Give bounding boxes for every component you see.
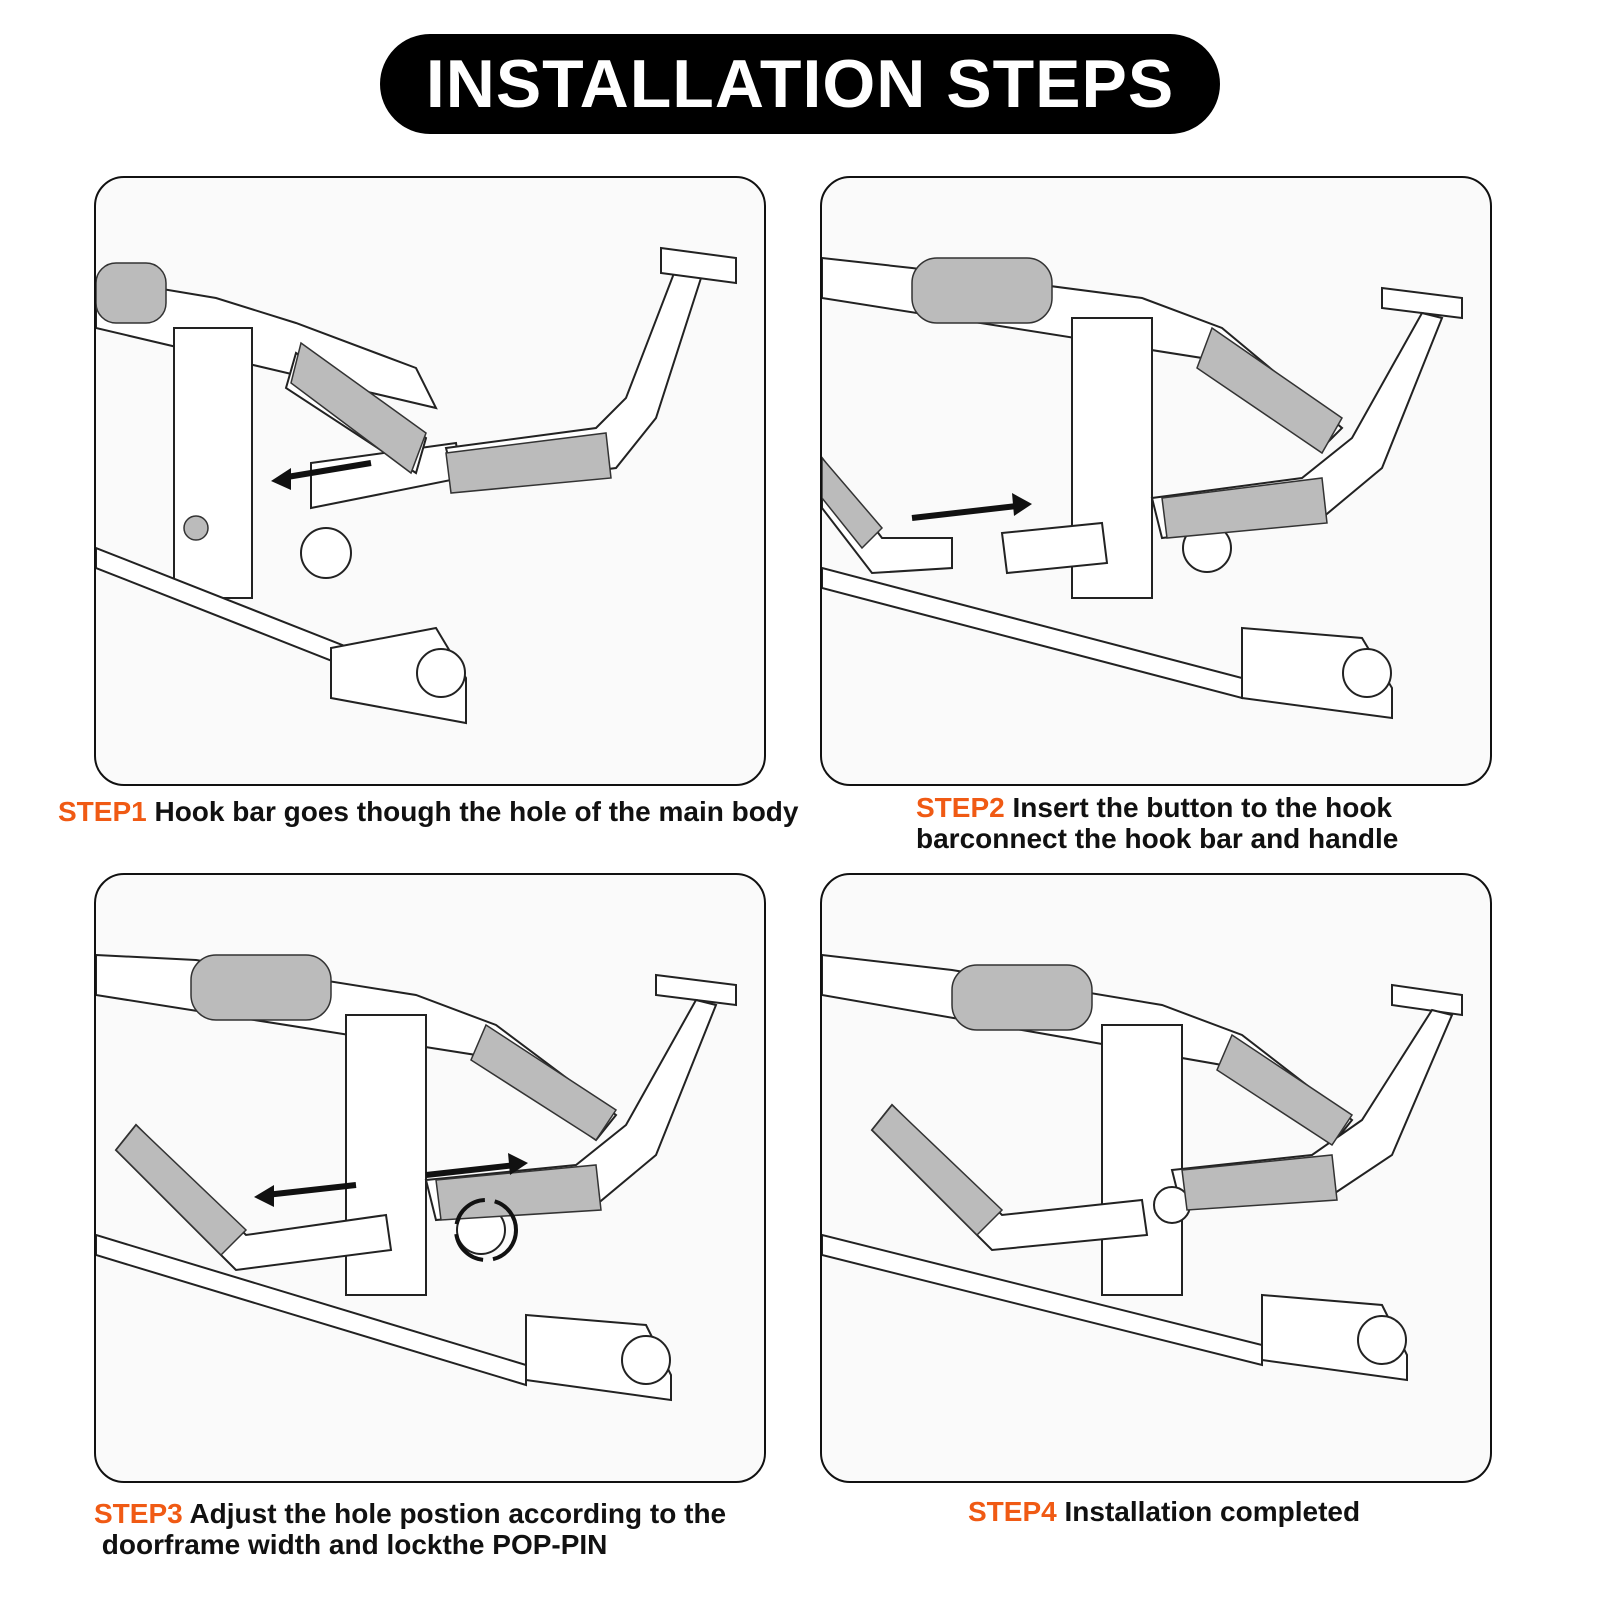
step1-illustration <box>94 176 766 786</box>
step4-label: STEP4 <box>968 1496 1057 1527</box>
pull-up-bar-step4-drawing <box>822 953 1463 1382</box>
step3-illustration <box>94 873 766 1483</box>
step3-caption: STEP3 Adjust the hole postion according … <box>94 1498 726 1560</box>
step3-label: STEP3 <box>94 1498 183 1529</box>
arrow-right-icon <box>911 503 1018 521</box>
step2-text-line2: barconnect the hook bar and handle <box>916 823 1399 854</box>
pull-up-bar-step1-drawing <box>96 246 737 725</box>
step3-text-line2: doorframe width and lockthe POP-PIN <box>101 1529 608 1560</box>
step2-illustration <box>820 176 1492 786</box>
arrow-right-icon <box>425 1162 517 1178</box>
arrow-left-icon <box>265 1182 357 1198</box>
step4-caption: STEP4 Installation completed <box>968 1496 1360 1527</box>
step2-label: STEP2 <box>916 792 1005 823</box>
step2-caption: STEP2 Insert the button to the hook barc… <box>916 792 1398 854</box>
step4-illustration <box>820 873 1492 1483</box>
step4-text: Installation completed <box>1064 1496 1361 1527</box>
step1-label: STEP1 <box>58 796 147 827</box>
step3-text: Adjust the hole postion according to the <box>189 1498 727 1529</box>
pull-up-bar-step2-drawing <box>822 256 1463 720</box>
step2-text: Insert the button to the hook <box>1012 792 1393 823</box>
arrow-left-icon <box>280 460 372 481</box>
pull-up-bar-step3-drawing <box>96 953 737 1402</box>
step1-text: Hook bar goes though the hole of the mai… <box>154 796 799 827</box>
step1-caption: STEP1 Hook bar goes though the hole of t… <box>58 796 798 827</box>
page-title: INSTALLATION STEPS <box>380 34 1220 134</box>
rotate-icon <box>454 1198 518 1262</box>
